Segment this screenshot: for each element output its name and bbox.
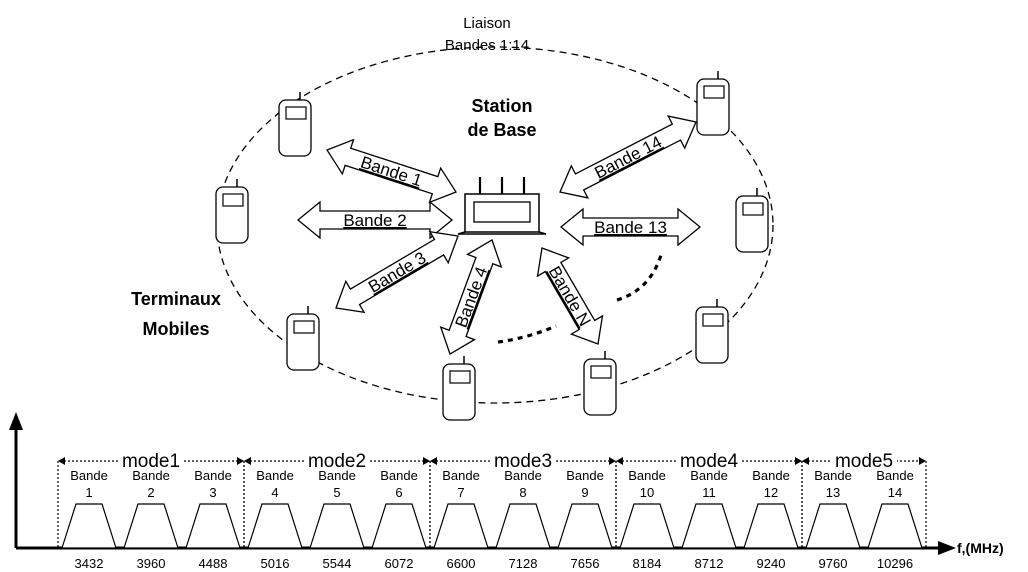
band-channel: Bande 9 7656 <box>557 468 613 571</box>
band-arrow-label: Bande 13 <box>594 218 667 237</box>
frequency-tick-label: 6072 <box>385 556 414 571</box>
band-number-label: 9 <box>581 485 588 500</box>
band-link-arrow: Bande 2 <box>296 200 454 240</box>
mode-group: mode2 <box>243 449 431 548</box>
band-word-label: Bande <box>628 468 666 483</box>
band-number-label: 11 <box>702 485 716 500</box>
frequency-tick-label: 9240 <box>757 556 786 571</box>
band-word-label: Bande <box>194 468 232 483</box>
frequency-tick-label: 3432 <box>75 556 104 571</box>
band-number-label: 13 <box>826 485 840 500</box>
frequency-tick-label: 7656 <box>571 556 600 571</box>
mobile-terminal-icon <box>442 356 476 421</box>
band-link-arrow: Bande 1 <box>326 138 457 204</box>
frequency-tick-label: 8184 <box>633 556 662 571</box>
band-link-arrow: Bande 14 <box>559 115 697 199</box>
band-word-label: Bande <box>876 468 914 483</box>
frequency-tick-label: 4488 <box>199 556 228 571</box>
band-number-label: 8 <box>519 485 526 500</box>
frequency-tick-label: 9760 <box>819 556 848 571</box>
band-word-label: Bande <box>70 468 108 483</box>
band-arrow-label: Bande 3 <box>365 248 429 297</box>
mobile-terminal-icon <box>735 188 769 253</box>
frequency-tick-label: 3960 <box>137 556 166 571</box>
band-number-label: 7 <box>457 485 464 500</box>
band-number-label: 14 <box>888 485 902 500</box>
band-arrow-label: Bande 14 <box>592 132 665 182</box>
mode-label: mode4 <box>680 451 739 472</box>
frequency-tick-label: 8712 <box>695 556 724 571</box>
terminals-label-line1: Terminaux <box>131 289 221 309</box>
band-word-label: Bande <box>690 468 728 483</box>
base-station-icon <box>457 177 547 235</box>
mode-group: mode4 <box>615 449 803 548</box>
terminals-label-line2: Mobiles <box>142 319 209 339</box>
band-arrow-label: Bande N <box>545 263 595 330</box>
band-word-label: Bande <box>380 468 418 483</box>
band-number-label: 4 <box>271 485 278 500</box>
band-channel: Bande 8 7128 <box>495 468 551 571</box>
base-station-label-line2: de Base <box>467 120 536 140</box>
band-word-label: Bande <box>132 468 170 483</box>
band-channel: Bande 5 5544 <box>309 468 365 571</box>
mobile-terminal-icon <box>696 71 730 136</box>
band-arrow-label: Bande 1 <box>358 153 424 191</box>
frequency-tick-label: 5016 <box>261 556 290 571</box>
band-channel: Bande 14 10296 <box>867 468 923 571</box>
frequency-tick-label: 6600 <box>447 556 476 571</box>
band-number-label: 1 <box>85 485 92 500</box>
mode-label: mode2 <box>308 451 366 472</box>
mode-group: mode3 <box>429 449 617 548</box>
band-channel: Bande 11 8712 <box>681 468 737 571</box>
mode-group: mode5 <box>801 449 927 548</box>
band-number-label: 3 <box>209 485 216 500</box>
frequency-tick-label: 10296 <box>877 556 913 571</box>
band-word-label: Bande <box>256 468 294 483</box>
band-number-label: 10 <box>640 485 654 500</box>
continuation-dots <box>497 324 557 344</box>
base-station-label-line1: Station <box>472 96 533 116</box>
link-label-line2: Bandes 1:14 <box>445 37 529 54</box>
mode-group: mode1 <box>57 449 245 548</box>
mode-label: mode3 <box>494 451 552 472</box>
band-channel: Bande 7 6600 <box>433 468 489 571</box>
mode-label: mode1 <box>122 451 180 472</box>
band-word-label: Bande <box>814 468 852 483</box>
frequency-axis-label: f,(MHz) <box>957 540 1004 556</box>
band-number-label: 2 <box>147 485 154 500</box>
mobile-terminal-icon <box>286 306 320 371</box>
band-arrow-label: Bande 4 <box>452 264 492 330</box>
band-arrow-label: Bande 2 <box>343 211 406 230</box>
band-channel: Bande 4 5016 <box>247 468 303 571</box>
band-word-label: Bande <box>442 468 480 483</box>
band-channel: Bande 6 6072 <box>371 468 427 571</box>
band-number-label: 6 <box>395 485 402 500</box>
mobile-terminal-icon <box>278 92 312 157</box>
band-link-arrow: Bande 13 <box>559 207 702 247</box>
mobile-terminal-icon <box>695 299 729 364</box>
band-channel: Bande 12 9240 <box>743 468 799 571</box>
band-link-arrow: Bande N <box>536 247 604 345</box>
band-channel: Bande 2 3960 <box>123 468 179 571</box>
mobile-terminal-icon <box>215 179 249 244</box>
band-word-label: Bande <box>752 468 790 483</box>
band-word-label: Bande <box>566 468 604 483</box>
mobile-terminal-icon <box>583 351 617 416</box>
band-channel: Bande 3 4488 <box>185 468 241 571</box>
continuation-dots <box>616 254 663 302</box>
band-number-label: 12 <box>764 485 778 500</box>
mode-label: mode5 <box>835 451 893 472</box>
frequency-tick-label: 7128 <box>509 556 538 571</box>
band-word-label: Bande <box>318 468 356 483</box>
band-channel: Bande 1 3432 <box>61 468 117 571</box>
link-label-line1: Liaison <box>463 15 511 32</box>
band-word-label: Bande <box>504 468 542 483</box>
band-channel: Bande 13 9760 <box>805 468 861 571</box>
band-channel: Bande 10 8184 <box>619 468 675 571</box>
band-link-arrow: Bande 3 <box>335 230 459 314</box>
frequency-tick-label: 5544 <box>323 556 352 571</box>
band-number-label: 5 <box>333 485 340 500</box>
